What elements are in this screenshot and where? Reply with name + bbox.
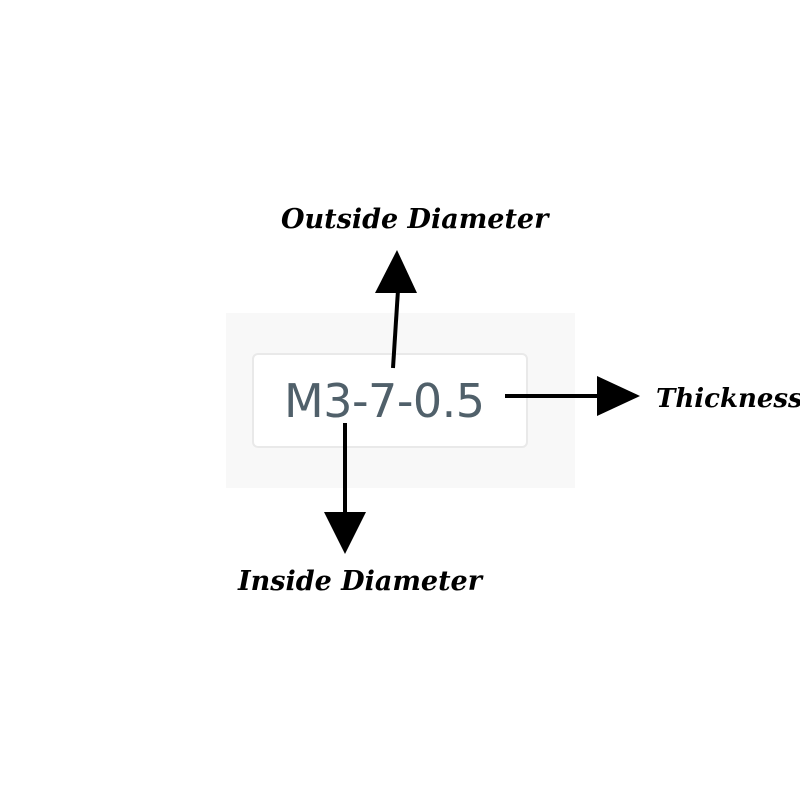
part-code-box [252,353,528,448]
outside-diameter-arrow-shaft [391,289,400,369]
outside-diameter-label: Outside Diameter [281,204,549,235]
thickness-arrowhead [597,376,640,416]
thickness-label: Thickness [656,384,800,414]
outside-diameter-arrow [375,250,417,369]
part-code-text: M3-7-0.5 [284,374,485,428]
inside-diameter-arrowhead [324,512,366,554]
outside-diameter-arrowhead [375,250,417,293]
inside-diameter-label: Inside Diameter [238,566,482,597]
inside-diameter-arrow [324,423,366,554]
thickness-arrow [505,376,640,416]
